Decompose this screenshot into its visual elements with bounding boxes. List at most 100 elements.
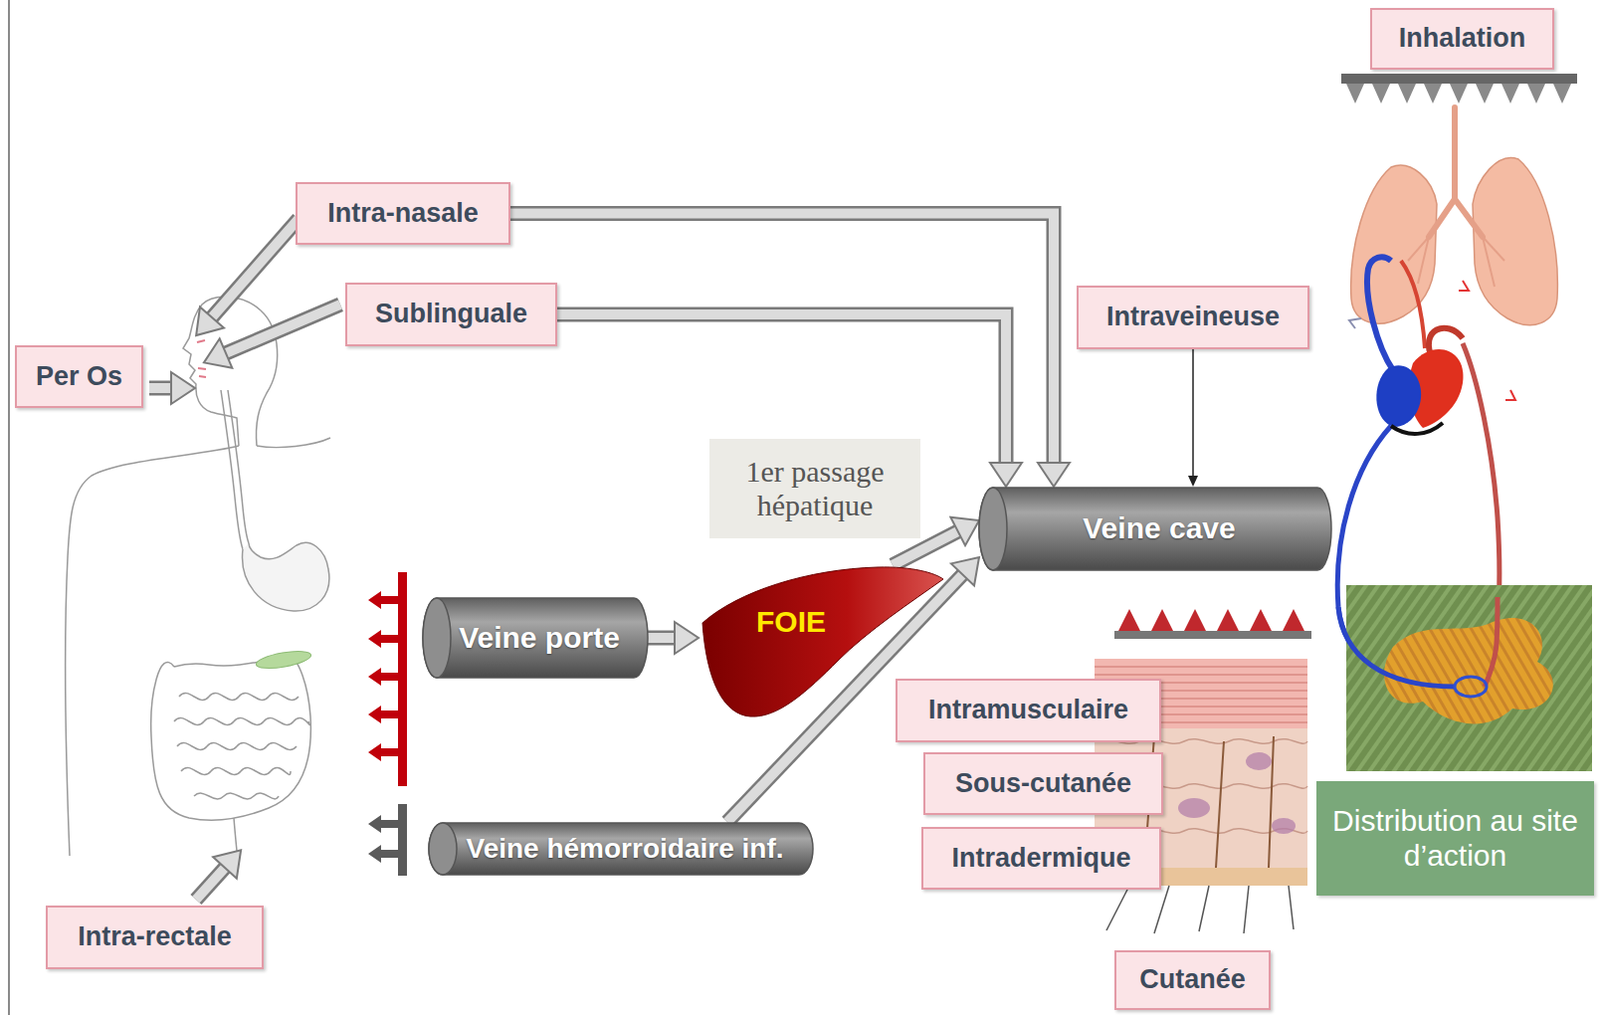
vein-cylinder: Veine porte (422, 597, 648, 679)
route-box: Sous-cutanée (923, 752, 1164, 815)
absorption-site (1118, 608, 1305, 631)
small-intestine (174, 718, 310, 726)
vein-label: Veine hémorroidaire inf. (466, 832, 785, 865)
absorption-site (368, 591, 400, 762)
route-arrow-shaft (211, 218, 299, 318)
pulmonary-artery (1367, 256, 1394, 371)
connector (510, 213, 1054, 464)
route-box: Intradermique (921, 826, 1162, 890)
absorption-site (368, 814, 400, 863)
trachea (1428, 107, 1483, 237)
rectal-membrane (398, 803, 407, 876)
flow-arrow (1458, 280, 1516, 400)
route-arrow-shaft (149, 383, 172, 394)
small-intestine (177, 743, 297, 751)
target-box: Distribution au site d’action (1316, 781, 1595, 896)
connector (1193, 349, 1195, 476)
route-label: Intradermique (951, 842, 1131, 874)
torso-outline (65, 445, 239, 856)
note-box: 1er passage hépatique (709, 438, 921, 539)
target-label: Distribution au site d’action (1330, 803, 1581, 873)
route-arrow-shaft (211, 218, 299, 318)
face-profile (183, 296, 261, 446)
artery (1484, 597, 1498, 687)
route-box: Intramusculaire (895, 678, 1162, 743)
route-arrow (225, 304, 341, 354)
mucosa-mark (197, 340, 206, 378)
route-label: Sous-cutanée (955, 768, 1132, 800)
route-box: Per Os (14, 345, 144, 408)
gland (1245, 752, 1272, 771)
route-box: Intraveineuse (1076, 285, 1310, 350)
stomach (242, 542, 330, 611)
vein-cylinder: Veine cave (979, 486, 1332, 572)
route-arrow (211, 218, 299, 318)
route-arrow (149, 388, 172, 390)
connector (647, 637, 675, 639)
route-label: Per Os (35, 361, 123, 393)
route-label: Intra-rectale (77, 921, 232, 953)
route-label: Intra-nasale (327, 198, 479, 229)
vein (1338, 606, 1455, 687)
route-arrow-shaft (196, 867, 225, 900)
gland (1178, 798, 1210, 818)
capillary (1454, 676, 1487, 697)
intestinal-membrane (398, 572, 407, 787)
connector-arrow (647, 632, 675, 643)
connector-arrow (510, 213, 1054, 464)
skin-membrane (1114, 630, 1312, 639)
shoulder-outline (256, 437, 331, 448)
vein-cylinder: Veine hémorroidaire inf. (428, 821, 813, 876)
route-arrow-shaft (196, 867, 225, 900)
note-text: 1er passage hépatique (721, 454, 909, 524)
hair-follicle (1144, 736, 1274, 868)
route-label: Sublinguale (375, 298, 528, 330)
inhalation-membrane (1341, 73, 1578, 84)
route-label: Intraveineuse (1106, 301, 1280, 333)
bronchus (1407, 236, 1505, 287)
cylinder-body (428, 822, 813, 875)
cylinder-face (979, 487, 1007, 571)
vein-label: Veine porte (458, 620, 620, 656)
route-box: Inhalation (1370, 7, 1555, 70)
heart-right (1376, 365, 1421, 426)
flow-arrow (1349, 318, 1362, 329)
route-label: Intramusculaire (928, 694, 1129, 726)
cylinder-face (428, 822, 457, 875)
cylinder-face (422, 598, 451, 678)
pulmonary-vein (1400, 260, 1425, 349)
connector-outline (647, 630, 675, 646)
route-arrow-shaft (225, 304, 341, 354)
tissue (1346, 585, 1593, 772)
esophagus (227, 390, 249, 544)
route-box: Sublinguale (345, 282, 558, 347)
heart-outline (1391, 422, 1443, 434)
route-box: Intra-nasale (295, 182, 511, 245)
vein-label: Veine cave (1082, 511, 1235, 547)
target-cell (1384, 617, 1554, 724)
hair (1106, 885, 1294, 934)
frame-line (7, 0, 10, 1015)
pancreas (254, 647, 313, 672)
small-intestine (179, 693, 299, 701)
colon (151, 656, 312, 820)
route-label: Cutanée (1139, 964, 1246, 996)
route-arrow-shaft (225, 304, 341, 354)
organ-label: FOIE (756, 604, 826, 640)
connector-outline (510, 213, 1054, 464)
cylinder-body (422, 598, 648, 678)
small-intestine (194, 793, 279, 800)
connector-arrow (1192, 349, 1195, 476)
lung (1351, 165, 1437, 324)
absorption-site (1346, 83, 1572, 104)
route-arrow (196, 867, 225, 900)
route-box: Intra-rectale (45, 905, 264, 970)
gland (1271, 817, 1296, 834)
route-arrow-shaft (149, 381, 172, 397)
lung (1472, 158, 1558, 326)
small-intestine (181, 768, 291, 776)
route-label: Inhalation (1399, 22, 1527, 54)
rectum (233, 817, 237, 851)
cylinder-body (979, 487, 1332, 571)
route-box: Cutanée (1114, 950, 1271, 1010)
